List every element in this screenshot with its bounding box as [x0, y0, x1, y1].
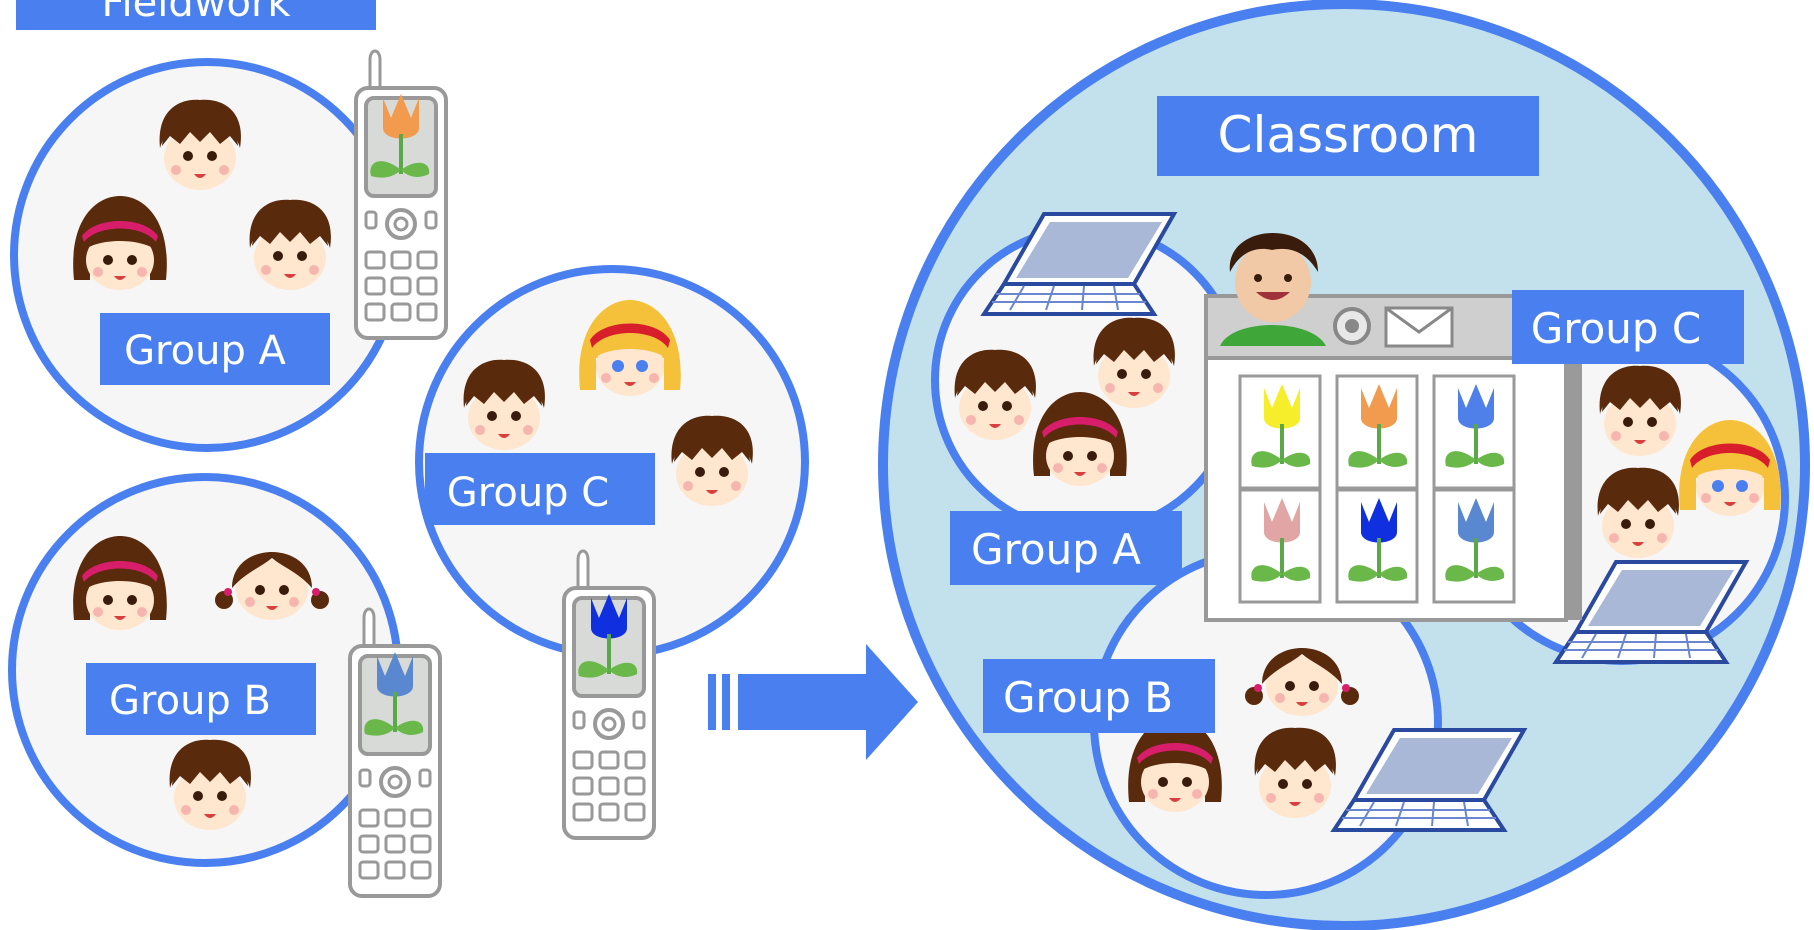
group-label: Group C — [1531, 304, 1702, 353]
child-face-icon — [1254, 727, 1336, 818]
child-face-icon — [1599, 365, 1681, 456]
group-label: Group A — [124, 328, 286, 374]
group-label: Group B — [1003, 673, 1173, 722]
classroom-title: Classroom — [1218, 106, 1479, 164]
phone-icon — [354, 49, 448, 340]
child-face-icon — [954, 349, 1036, 440]
child-face-icon — [169, 739, 251, 830]
fieldwork-group-c: Group C — [415, 265, 809, 659]
child-face-icon — [463, 359, 545, 450]
fieldwork-group-b: Group B — [8, 473, 402, 867]
child-face-icon — [1597, 467, 1679, 558]
shared-flower-window — [1204, 294, 1582, 622]
envelope-icon — [1384, 306, 1454, 348]
child-face-icon — [249, 199, 331, 290]
child-face-icon — [1093, 317, 1175, 408]
phone-icon — [562, 549, 656, 840]
child-face-icon — [159, 99, 241, 190]
phone-icon — [348, 607, 442, 898]
fieldwork-label: Fieldwork — [16, 0, 376, 30]
group-label: Group C — [447, 470, 609, 516]
camera-icon — [1333, 307, 1371, 345]
group-label: Group A — [971, 525, 1141, 574]
teacher-icon — [1220, 232, 1326, 346]
group-label: Group B — [109, 678, 271, 724]
tulip-grid — [1238, 374, 1516, 604]
fieldwork-group-a: Group A — [10, 58, 404, 452]
classroom: Classroom Group A Group B — [878, 0, 1810, 930]
child-face-icon — [671, 415, 753, 506]
arrow-right-icon — [708, 644, 918, 760]
fieldwork-title: Fieldwork — [101, 0, 291, 26]
